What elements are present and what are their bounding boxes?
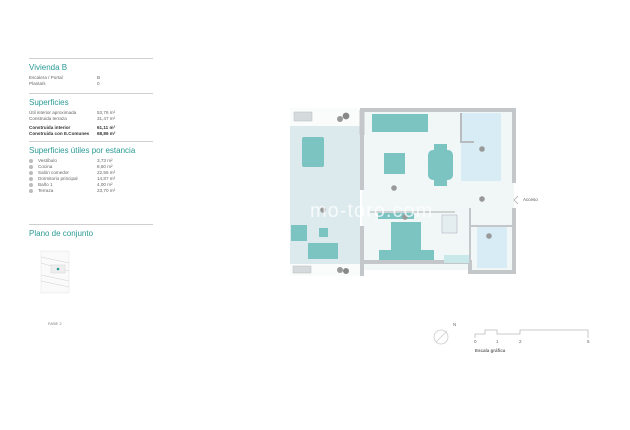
scale-tick: 1 bbox=[496, 339, 499, 344]
surface-label: Útil interior aproximada bbox=[29, 110, 77, 115]
site-plan-title: Plano de conjunto bbox=[29, 229, 94, 238]
field-row: Escalera / Portal B bbox=[29, 75, 153, 81]
room-bullet-icon bbox=[29, 176, 33, 181]
room-row: Terraza 23,70 m² bbox=[29, 188, 153, 194]
sidebar-info: Vivienda B Escalera / Portal B Planta/s … bbox=[29, 58, 153, 326]
north-label: N bbox=[453, 322, 457, 327]
room-value: 14,87 m² bbox=[97, 176, 116, 181]
divider bbox=[29, 93, 153, 94]
surface-value: 68,86 m² bbox=[97, 131, 116, 136]
field-label: Escalera / Portal bbox=[29, 75, 63, 80]
room-label: Baño 1 bbox=[38, 182, 53, 187]
phase-label: FASE 2 bbox=[48, 321, 62, 326]
field-value: 0 bbox=[97, 81, 100, 86]
divider bbox=[29, 224, 153, 225]
rooms-title: Superficies útiles por estancia bbox=[29, 146, 136, 155]
surface-row: Construida con E.Comunes 68,86 m² bbox=[29, 131, 153, 137]
access-label: Acceso bbox=[523, 197, 538, 202]
surface-label: Construida con E.Comunes bbox=[29, 131, 90, 136]
field-row: Planta/s 0 bbox=[29, 81, 153, 87]
room-row: Dormitorio principal 14,87 m² bbox=[29, 176, 153, 182]
room-value: 23,70 m² bbox=[97, 188, 116, 193]
room-bullet-icon bbox=[29, 158, 33, 163]
room-label: Salón comedor bbox=[38, 170, 69, 175]
surface-label: Construida interior bbox=[29, 125, 71, 130]
bed bbox=[391, 222, 421, 252]
room-bullet-icon bbox=[29, 182, 33, 187]
surface-row: Construida interior 61,11 m² bbox=[29, 125, 153, 131]
surface-row: Construida terraza 31,47 m² bbox=[29, 116, 153, 122]
divider bbox=[29, 58, 153, 59]
room-label: Cocina bbox=[38, 164, 53, 169]
room-bullet-icon bbox=[29, 170, 33, 175]
scale-tick: 2 bbox=[519, 339, 522, 344]
room-label: Terraza bbox=[38, 188, 54, 193]
scale-tick: 0 bbox=[474, 339, 477, 344]
surface-row: Útil interior aproximada 53,76 m² bbox=[29, 110, 153, 116]
scale-tick: 5 bbox=[587, 339, 590, 344]
site-plan-map bbox=[40, 250, 70, 294]
room-row: Cocina 8,60 m² bbox=[29, 164, 153, 170]
room-label: Vestíbulo bbox=[38, 158, 57, 163]
field-label: Planta/s bbox=[29, 81, 46, 86]
unit-title: Vivienda B bbox=[29, 63, 68, 72]
room-label: Dormitorio principal bbox=[38, 176, 78, 181]
surface-value: 31,47 m² bbox=[97, 116, 116, 121]
room-bullet-icon bbox=[29, 164, 33, 169]
room-value: 4,00 m² bbox=[97, 182, 113, 187]
room-bullet-icon bbox=[29, 188, 33, 193]
room-row: Salón comedor 22,56 m² bbox=[29, 170, 153, 176]
terrace-table bbox=[302, 137, 324, 167]
room-row: Vestíbulo 3,73 m² bbox=[29, 158, 153, 164]
scale-label: Escala gráfica bbox=[475, 348, 506, 353]
room-value: 8,60 m² bbox=[97, 164, 113, 169]
room-value: 22,56 m² bbox=[97, 170, 116, 175]
surface-value: 61,11 m² bbox=[97, 125, 116, 130]
surfaces-title: Superficies bbox=[29, 98, 69, 107]
surface-value: 53,76 m² bbox=[97, 110, 116, 115]
surface-label: Construida terraza bbox=[29, 116, 67, 121]
room-row: Baño 1 4,00 m² bbox=[29, 182, 153, 188]
watermark: mo-toro.com bbox=[310, 200, 434, 222]
field-value: B bbox=[97, 75, 101, 80]
room-value: 3,73 m² bbox=[97, 158, 113, 163]
sofa bbox=[372, 114, 428, 132]
divider bbox=[29, 141, 153, 142]
